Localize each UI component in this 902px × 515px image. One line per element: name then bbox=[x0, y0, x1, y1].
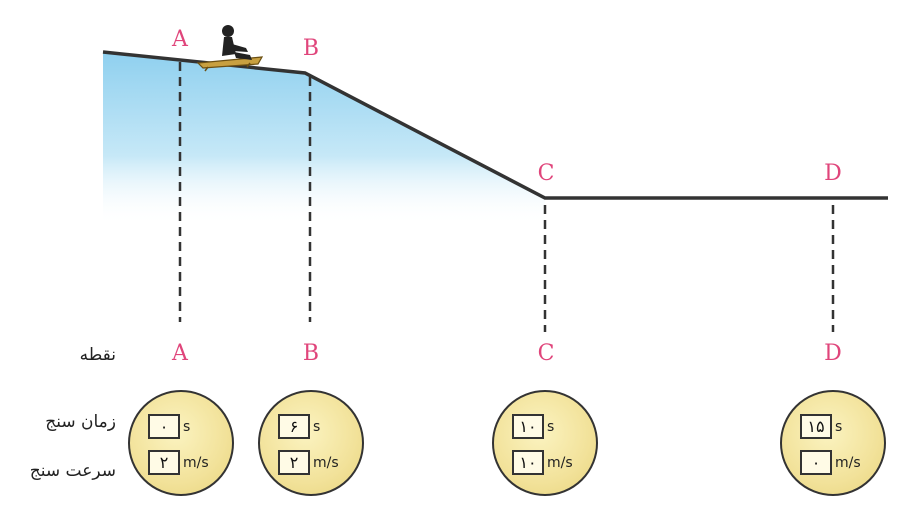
time-unit: s bbox=[313, 418, 321, 435]
speed-reading: ٢ m/s bbox=[278, 450, 339, 475]
point-label-a: A bbox=[171, 341, 189, 366]
point-label-a-top: A bbox=[171, 27, 189, 52]
point-label-d-top: D bbox=[824, 161, 842, 186]
time-value: ٠ bbox=[148, 414, 180, 439]
time-unit: s bbox=[547, 418, 555, 435]
point-label-c-top: C bbox=[538, 161, 555, 186]
speed-unit: m/s bbox=[183, 454, 209, 471]
time-reading: ١۵ s bbox=[800, 414, 842, 439]
row-label-speed: سرعت سنج bbox=[29, 461, 116, 481]
speed-unit: m/s bbox=[835, 454, 861, 471]
speed-value: ١٠ bbox=[512, 450, 544, 475]
speed-value: ٢ bbox=[278, 450, 310, 475]
speed-unit: m/s bbox=[313, 454, 339, 471]
row-label-time: زمان سنج bbox=[45, 412, 116, 432]
speed-value: ٠ bbox=[800, 450, 832, 475]
time-value: ۶ bbox=[278, 414, 310, 439]
point-label-b: B bbox=[303, 341, 319, 366]
speed-value: ٢ bbox=[148, 450, 180, 475]
meter-b: ۶ s ٢ m/s bbox=[258, 390, 364, 496]
speed-reading: ١٠ m/s bbox=[512, 450, 573, 475]
speed-reading: ٠ m/s bbox=[800, 450, 861, 475]
time-reading: ۶ s bbox=[278, 414, 320, 439]
point-label-c: C bbox=[538, 341, 555, 366]
point-label-d: D bbox=[824, 341, 842, 366]
time-unit: s bbox=[183, 418, 191, 435]
meter-c: ١٠ s ١٠ m/s bbox=[492, 390, 598, 496]
point-label-b-top: B bbox=[303, 36, 319, 61]
time-reading: ١٠ s bbox=[512, 414, 554, 439]
time-unit: s bbox=[835, 418, 843, 435]
speed-reading: ٢ m/s bbox=[148, 450, 209, 475]
meter-a: ٠ s ٢ m/s bbox=[128, 390, 234, 496]
speed-unit: m/s bbox=[547, 454, 573, 471]
row-label-point: نقطه bbox=[79, 345, 116, 365]
meter-d: ١۵ s ٠ m/s bbox=[780, 390, 886, 496]
sled-rider-icon bbox=[196, 25, 264, 72]
time-value: ١٠ bbox=[512, 414, 544, 439]
time-reading: ٠ s bbox=[148, 414, 190, 439]
water-area bbox=[103, 52, 545, 225]
time-value: ١۵ bbox=[800, 414, 832, 439]
